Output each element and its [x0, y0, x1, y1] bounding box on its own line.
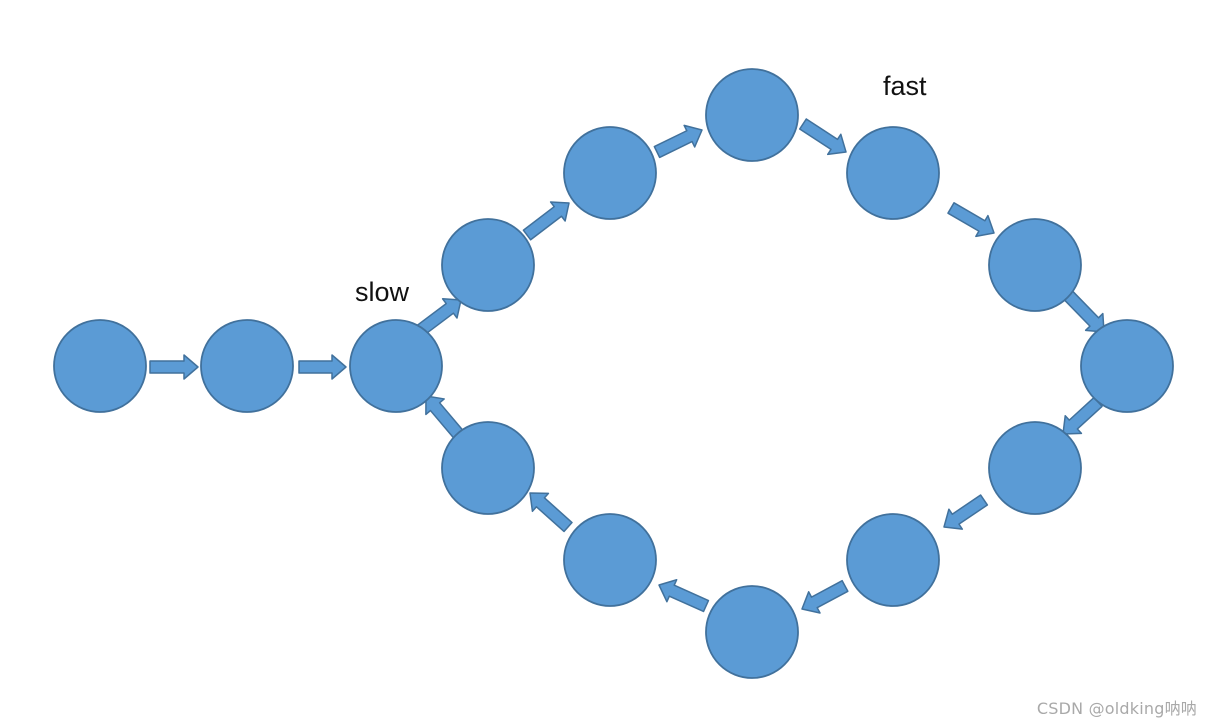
slow-pointer-label: slow: [355, 277, 410, 307]
arrow-group: [149, 118, 1105, 614]
list-node-7: [846, 126, 940, 220]
list-node-11: [846, 513, 940, 607]
list-node-12: [705, 585, 799, 679]
list-node-6: [705, 68, 799, 162]
list-node-3: [349, 319, 443, 413]
list-node-13: [563, 513, 657, 607]
arrow-1: [149, 354, 199, 380]
list-node-2: [200, 319, 294, 413]
list-node-8: [988, 218, 1082, 312]
list-node-5: [563, 126, 657, 220]
arrow-6: [798, 118, 847, 156]
arrow-11: [801, 579, 849, 614]
arrow-8: [1062, 290, 1105, 333]
list-node-10: [988, 421, 1082, 515]
list-node-4: [441, 218, 535, 312]
arrow-7: [947, 202, 995, 238]
arrow-4: [522, 201, 570, 241]
arrow-3: [416, 298, 462, 336]
arrow-5: [653, 124, 703, 159]
list-node-1: [53, 319, 147, 413]
arrow-2: [298, 354, 347, 380]
list-node-9: [1080, 319, 1174, 413]
arrow-13: [529, 492, 573, 533]
arrow-12: [658, 579, 710, 613]
node-group: [53, 68, 1174, 679]
arrow-10: [943, 494, 989, 530]
watermark: CSDN @oldking呐呐: [1036, 699, 1197, 718]
arrow-9: [1062, 396, 1103, 435]
arrow-14: [425, 395, 465, 440]
fast-pointer-label: fast: [883, 71, 927, 101]
list-node-14: [441, 421, 535, 515]
